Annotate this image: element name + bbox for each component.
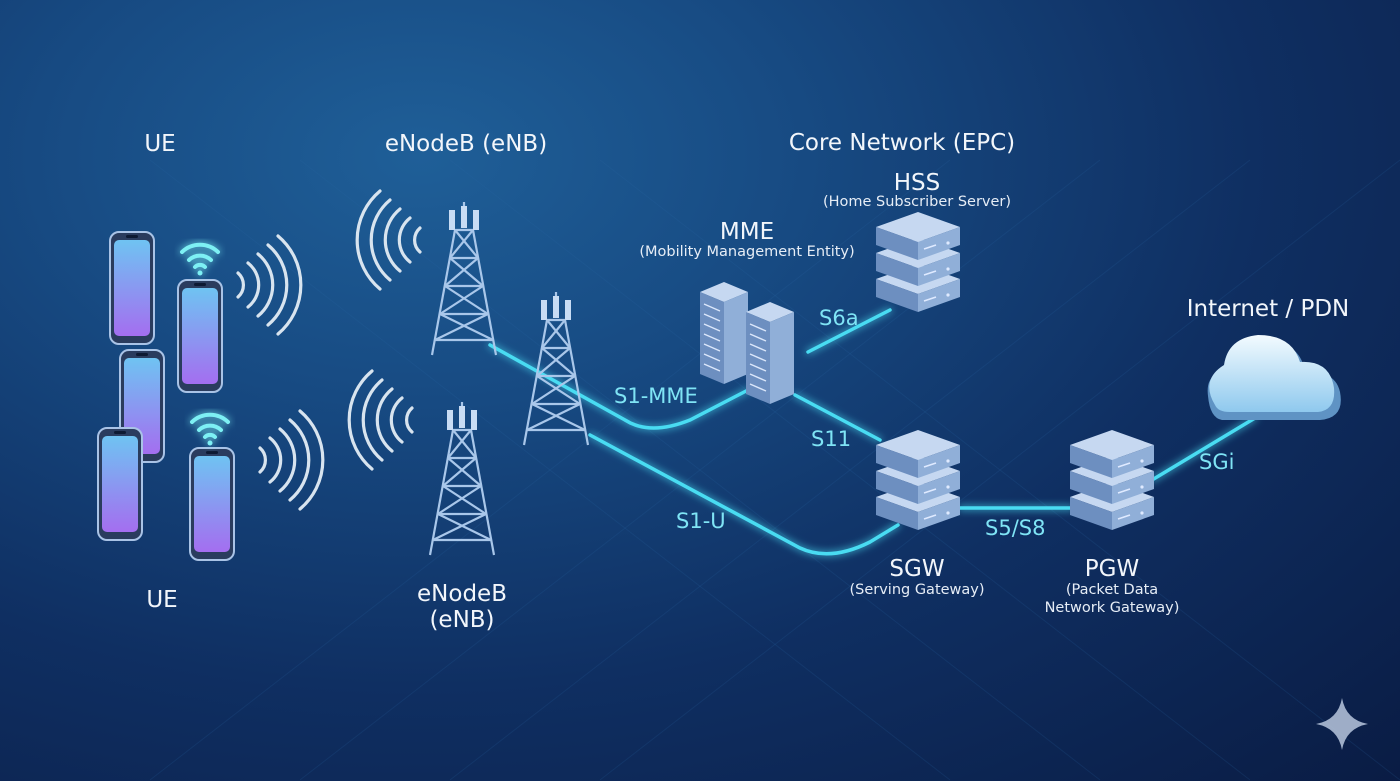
link-s11 bbox=[793, 393, 882, 442]
pgw-label: PGW bbox=[1084, 556, 1140, 582]
ue-bottom-label: UE bbox=[146, 587, 178, 613]
cell-tower-icon bbox=[430, 200, 498, 357]
pgw-sublabel: (Packet Data Network Gateway) bbox=[1045, 581, 1180, 617]
cloud-icon bbox=[1207, 335, 1341, 420]
pgw-sublabel-line2: Network Gateway) bbox=[1044, 600, 1180, 616]
link-s1-u bbox=[588, 433, 900, 556]
iface-s1-mme: S1-MME bbox=[614, 384, 698, 408]
internet-label: Internet / PDN bbox=[1186, 296, 1350, 322]
iface-s11: S11 bbox=[811, 427, 852, 451]
enb-bottom-line2: (eNB) bbox=[429, 607, 495, 633]
enb-bottom-label: eNodeB (eNB) bbox=[417, 581, 507, 633]
ue-top-label: UE bbox=[144, 131, 176, 157]
enb-top-label: eNodeB (eNB) bbox=[384, 131, 548, 157]
mme-sublabel: (Mobility Management Entity) bbox=[639, 244, 855, 260]
wifi-icon bbox=[182, 245, 218, 276]
server-icon bbox=[699, 281, 749, 385]
smartphone-icon bbox=[97, 427, 143, 541]
sparkle-icon bbox=[1316, 698, 1368, 750]
iface-sgi: SGi bbox=[1199, 450, 1235, 474]
sgw-sublabel: (Serving Gateway) bbox=[849, 582, 985, 598]
link-s1-mme bbox=[488, 343, 750, 430]
smartphone-icon bbox=[189, 447, 235, 561]
server-icon bbox=[745, 301, 795, 405]
cell-tower-icon bbox=[428, 400, 496, 557]
link-s6a bbox=[806, 308, 892, 354]
pgw-server bbox=[1069, 429, 1155, 531]
radio-waves-icon bbox=[347, 369, 414, 471]
enb-bottom-line1: eNodeB bbox=[417, 581, 507, 607]
hss-server bbox=[875, 211, 961, 313]
radio-waves-icon bbox=[258, 409, 325, 511]
core-network-label: Core Network (EPC) bbox=[788, 130, 1016, 156]
smartphone-icon bbox=[177, 279, 223, 393]
smartphone-icon bbox=[109, 231, 155, 345]
hss-label: HSS bbox=[893, 170, 941, 196]
sgw-label: SGW bbox=[889, 556, 945, 582]
iface-s6a: S6a bbox=[819, 306, 859, 330]
pgw-sublabel-line1: (Packet Data bbox=[1065, 582, 1159, 598]
hss-sublabel: (Home Subscriber Server) bbox=[822, 194, 1012, 210]
link-sgi bbox=[1150, 416, 1257, 482]
iface-s5-s8: S5/S8 bbox=[985, 516, 1046, 540]
mme-label: MME bbox=[719, 219, 775, 245]
iface-s1-u: S1-U bbox=[676, 509, 726, 533]
wifi-icon bbox=[192, 415, 228, 446]
sgw-server bbox=[875, 429, 961, 531]
radio-waves-icon bbox=[236, 234, 303, 336]
radio-waves-icon bbox=[355, 189, 422, 291]
